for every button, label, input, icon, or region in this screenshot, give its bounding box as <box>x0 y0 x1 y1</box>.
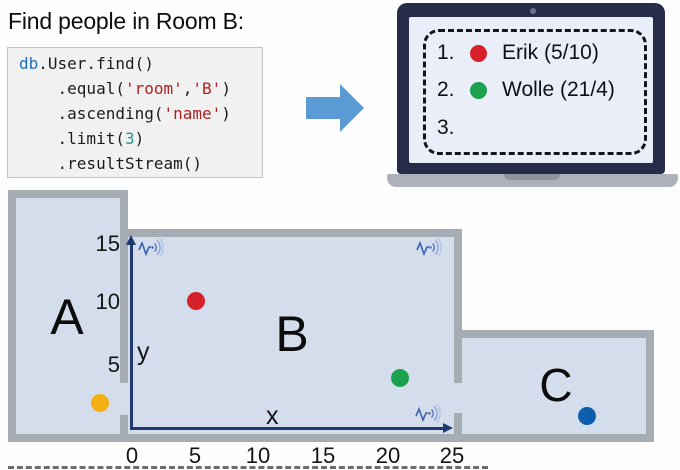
wall-ab-lower-stub <box>120 415 128 442</box>
code-text: ) <box>221 104 231 123</box>
result-list-frame <box>423 29 647 155</box>
laptop-base <box>387 174 678 187</box>
x-tick-20: 20 <box>375 443 401 468</box>
code-line: .resultStream() <box>19 151 262 176</box>
result-name: Erik (5/10) <box>502 41 599 64</box>
code-text: .equal( <box>19 79 125 98</box>
wall-a-top <box>8 190 128 198</box>
code-text: .resultStream() <box>19 154 203 173</box>
code-text: ) <box>134 129 145 148</box>
room-label-b: B <box>275 306 309 362</box>
code-number: 3 <box>124 129 135 148</box>
door-gap-b-c <box>454 383 462 413</box>
person-marker-yellow <box>90 394 109 413</box>
webcam-icon <box>530 8 536 14</box>
result-rank: 2. <box>437 78 455 101</box>
code-text: , <box>182 79 193 98</box>
x-tick-5: 5 <box>188 443 202 468</box>
y-tick-10: 10 <box>95 289 120 314</box>
wall-c-top <box>454 330 654 338</box>
code-text: .ascending( <box>19 104 164 123</box>
result-rank: 3. <box>437 116 455 139</box>
y-axis-arrowhead-icon <box>126 235 136 245</box>
x-axis-line <box>131 427 445 430</box>
wall-bottom <box>8 434 654 442</box>
signal-pulse-icon <box>138 238 164 258</box>
code-line: db.User.find() <box>19 51 262 76</box>
code-string: 'name' <box>163 104 222 123</box>
signal-pulse-icon <box>415 404 441 424</box>
bottom-dashed-line <box>8 466 488 469</box>
x-tick-10: 10 <box>245 443 271 468</box>
code-keyword: db <box>19 54 39 73</box>
wall-b-top <box>120 229 462 237</box>
code-string: 'room' <box>124 79 183 98</box>
page-title: Find people in Room B: <box>8 8 244 34</box>
y-axis-label: y <box>137 338 150 366</box>
code-string: 'B' <box>192 79 222 98</box>
person-marker-blue <box>578 407 597 426</box>
code-text: .limit( <box>19 129 125 148</box>
result-name: Wolle (21/4) <box>502 78 615 101</box>
code-line: .equal('room','B') <box>19 76 262 101</box>
y-tick-15: 15 <box>95 231 120 256</box>
wall-c-right <box>646 330 654 442</box>
wall-a-left <box>8 190 16 442</box>
person-marker-red <box>186 292 205 310</box>
laptop-base-notch <box>504 174 560 180</box>
result-rank: 1. <box>437 41 455 64</box>
x-axis-label: x <box>266 402 279 430</box>
room-c-floor <box>462 338 646 434</box>
room-label-a: A <box>50 289 84 345</box>
wall-ab-upper <box>120 190 128 383</box>
query-code-block: db.User.find() .equal('room','B') .ascen… <box>7 47 263 178</box>
laptop-screen <box>409 17 653 163</box>
code-line: .ascending('name') <box>19 101 262 126</box>
y-axis-line <box>130 243 133 430</box>
code-line: .limit(3) <box>19 126 262 151</box>
y-tick-5: 5 <box>107 352 120 377</box>
x-tick-0: 0 <box>125 443 139 468</box>
code-text: ) <box>221 79 231 98</box>
room-label-c: C <box>539 359 573 411</box>
x-tick-15: 15 <box>310 443 336 468</box>
wall-bc-upper <box>454 229 462 383</box>
x-tick-25: 25 <box>439 443 465 468</box>
person-dot-red <box>470 45 487 62</box>
wall-bc-lower-stub <box>454 413 462 442</box>
right-arrow-icon <box>306 84 364 132</box>
door-gap-a-b <box>120 383 128 415</box>
person-dot-green <box>470 82 487 99</box>
x-axis-arrowhead-icon <box>443 423 453 433</box>
room-b-floor <box>128 237 454 434</box>
signal-pulse-icon <box>416 238 442 258</box>
code-text: .User.find() <box>38 54 154 73</box>
person-marker-green <box>391 368 410 387</box>
